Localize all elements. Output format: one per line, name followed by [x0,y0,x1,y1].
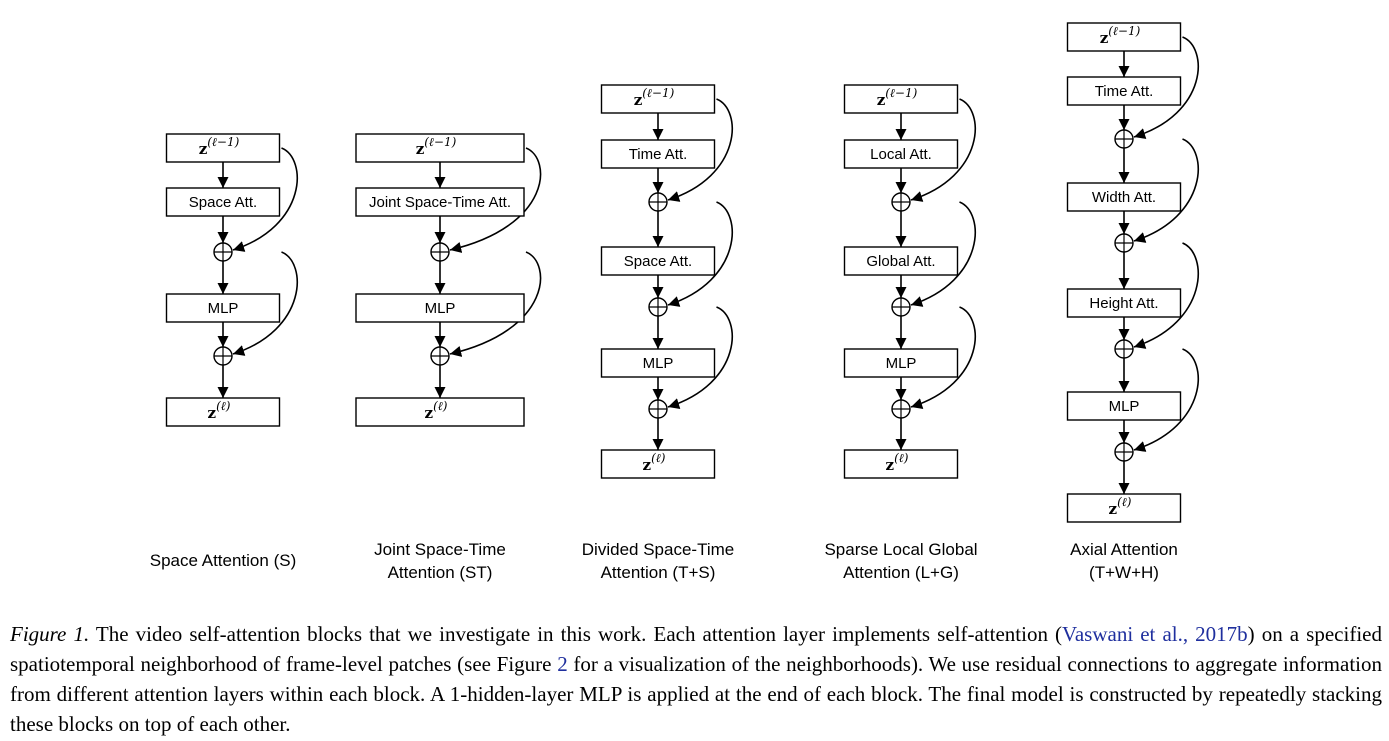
residual-connection [1133,36,1199,139]
layer-box-width-att: Width Att. [1066,182,1182,212]
input-z-box: z(ℓ−1) [355,133,525,163]
layer-label: Space Att. [624,253,692,270]
layer-box-time-att: Time Att. [600,139,716,169]
block-title: Sparse Local Global [824,540,977,559]
residual-connection [232,251,298,356]
layer-label: MLP [1109,398,1140,415]
block-title: Axial Attention [1070,540,1178,559]
caption-text-3: for a visualization of the neighborhoods… [10,652,1382,736]
z-label: z(ℓ) [425,399,448,422]
sum-node [1114,442,1134,462]
sum-node [1114,233,1134,253]
residual-connection [910,306,976,409]
residual-connection [232,147,298,252]
layer-label: Height Att. [1089,295,1158,312]
block-axial: z(ℓ−1) Time Att. Width Att. Height Att. MLP z… [1066,22,1199,582]
residual-connection [910,201,976,307]
layer-label: MLP [643,355,674,372]
z-label: z(ℓ−1) [416,135,457,158]
citation-link[interactable]: Vaswani et al., 2017b [1062,622,1248,646]
sum-node [891,297,911,317]
layer-label: Global Att. [866,253,935,270]
z-label: z(ℓ−1) [877,86,918,109]
sum-node [213,346,233,366]
block-title: Divided Space-Time [582,540,734,559]
figure-label: Figure 1. [10,622,90,646]
block-title: Attention (T+S) [601,563,716,582]
layer-label: Time Att. [629,146,688,163]
output-z-box: z(ℓ) [843,449,959,479]
sum-node [430,346,450,366]
z-label: z(ℓ) [643,451,666,474]
z-label: z(ℓ−1) [1100,24,1141,47]
output-z-box: z(ℓ) [165,397,281,427]
caption-text-2: ) on a specified spatiotemporal neighbor… [10,622,1382,676]
block-title: Attention (ST) [388,563,493,582]
sum-node [1114,339,1134,359]
block-joint: z(ℓ−1) Joint Space-Time Att. MLP z(ℓ) Joint … [355,133,542,582]
block-title: Space Attention (S) [150,551,296,570]
input-z-box: z(ℓ−1) [1066,22,1182,52]
z-label: z(ℓ) [886,451,909,474]
layer-box-space-att: Space Att. [600,246,716,276]
residual-connection [667,201,733,307]
residual-connection [1133,242,1199,349]
residual-connection [1133,348,1199,452]
output-z-box: z(ℓ) [1066,493,1182,523]
layer-box-mlp: MLP [355,293,525,323]
layer-label: Time Att. [1095,83,1154,100]
layer-box-time-att: Time Att. [1066,76,1182,106]
layer-box-mlp: MLP [600,348,716,378]
sum-node [213,242,233,262]
layer-label: Space Att. [189,194,257,211]
block-space: z(ℓ−1) Space Att. MLP z(ℓ) Space Attention (… [150,133,298,570]
sum-node [1114,129,1134,149]
attention-blocks-diagram: z(ℓ−1) Space Att. MLP z(ℓ) Space Attention (… [150,22,1199,582]
layer-box-height-att: Height Att. [1066,288,1182,318]
sum-node [891,192,911,212]
layer-box-mlp: MLP [843,348,959,378]
block-title: Joint Space-Time [374,540,506,559]
sum-node [891,399,911,419]
residual-connection [910,98,976,202]
layer-box-space-att: Space Att. [165,187,281,217]
block-sparse: z(ℓ−1) Local Att. Global Att. MLP z(ℓ) Sparse… [824,84,978,582]
residual-connection [449,251,542,357]
block-divided: z(ℓ−1) Time Att. Space Att. MLP z(ℓ) Divided … [582,84,734,582]
layer-label: Joint Space-Time Att. [369,194,511,211]
layer-label: MLP [425,300,456,317]
residual-connection [1133,138,1199,243]
layer-box-mlp: MLP [165,293,281,323]
figure-ref-link[interactable]: 2 [557,652,568,676]
output-z-box: z(ℓ) [600,449,716,479]
residual-connection [449,147,542,253]
residual-connection [667,98,733,202]
caption-text-1: The video self-attention blocks that we … [95,622,1063,646]
layer-label: Local Att. [870,146,932,163]
layer-box-global-att: Global Att. [843,246,959,276]
layer-label: Width Att. [1092,189,1156,206]
residual-connection [667,306,733,409]
z-label: z(ℓ−1) [199,135,240,158]
z-label: z(ℓ) [208,399,231,422]
layer-label: MLP [886,355,917,372]
layer-label: MLP [208,300,239,317]
sum-node [648,297,668,317]
layer-box-mlp: MLP [1066,391,1182,421]
z-label: z(ℓ) [1109,495,1132,518]
input-z-box: z(ℓ−1) [165,133,281,163]
z-label: z(ℓ−1) [634,86,675,109]
input-z-box: z(ℓ−1) [600,84,716,114]
sum-node [430,242,450,262]
sum-node [648,399,668,419]
sum-node [648,192,668,212]
block-title: (T+W+H) [1089,563,1159,582]
output-z-box: z(ℓ) [355,397,525,427]
input-z-box: z(ℓ−1) [843,84,959,114]
figure-caption: Figure 1. The video self-attention block… [10,619,1382,739]
layer-box-local-att: Local Att. [843,139,959,169]
layer-box-joint-space-time-att: Joint Space-Time Att. [355,187,525,217]
block-title: Attention (L+G) [843,563,959,582]
